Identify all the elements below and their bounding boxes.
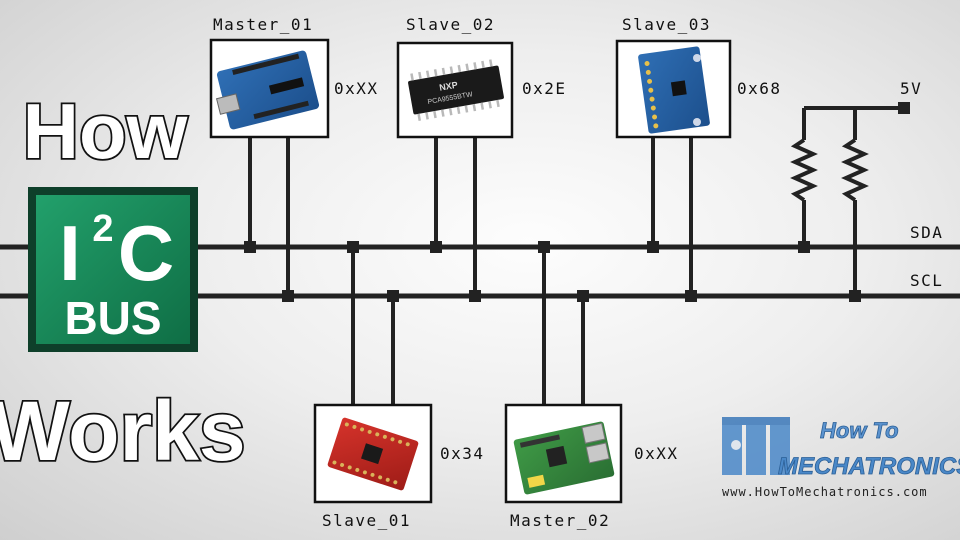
pullup-resistor-scl <box>841 138 869 202</box>
device-name: Slave_02 <box>406 15 495 34</box>
device-address: 0xXX <box>634 444 679 463</box>
watermark-how-to: How To <box>820 418 899 443</box>
watermark-mechatronics: MECHATRONICS <box>778 453 960 480</box>
device-name: Master_01 <box>213 15 313 34</box>
arduino-board-image <box>215 50 320 130</box>
device-name: Slave_03 <box>622 15 711 34</box>
sda-label: SDA <box>910 223 943 242</box>
watermark-url: www.HowToMechatronics.com <box>722 485 928 499</box>
scl-label: SCL <box>910 271 943 290</box>
logo-i: I <box>59 209 81 297</box>
device-address: 0x34 <box>440 444 485 463</box>
raspberry-pi-image <box>513 421 615 495</box>
sparkfun-breakout-image <box>327 417 419 491</box>
device-slave-01: Slave_01 0x34 <box>313 403 485 530</box>
device-address: 0x68 <box>737 79 782 98</box>
device-slave-03: Slave_03 0x68 <box>615 15 782 139</box>
mpu-module-image <box>638 46 710 134</box>
device-address: 0x2E <box>522 79 567 98</box>
logo-bus: BUS <box>64 292 161 344</box>
device-name: Master_02 <box>510 511 610 530</box>
logo-c: C <box>118 209 174 297</box>
junction-dots <box>244 102 910 302</box>
device-address: 0xXX <box>334 79 379 98</box>
i2c-bus-logo: I 2 C BUS <box>28 187 198 352</box>
title-how: How <box>23 87 188 175</box>
device-master-02: Master_02 0xXX <box>504 403 679 530</box>
supply-label: 5V <box>900 79 922 98</box>
watermark-logo-icon <box>722 417 790 475</box>
chip-brand: NXP <box>439 80 459 93</box>
pullup-resistor-sda <box>790 138 818 202</box>
logo-superscript: 2 <box>92 208 113 250</box>
device-name: Slave_01 <box>322 511 411 530</box>
device-master-01: Master_01 0xXX <box>209 15 379 139</box>
connection-wires <box>248 106 904 405</box>
device-slave-02: NXP PCA9555BTW Slave_02 0x2E <box>396 15 567 139</box>
watermark: How To MECHATRONICS www.HowToMechatronic… <box>722 417 960 499</box>
ic-chip-image: NXP PCA9555BTW <box>408 59 504 121</box>
title-works: Works <box>0 384 246 478</box>
